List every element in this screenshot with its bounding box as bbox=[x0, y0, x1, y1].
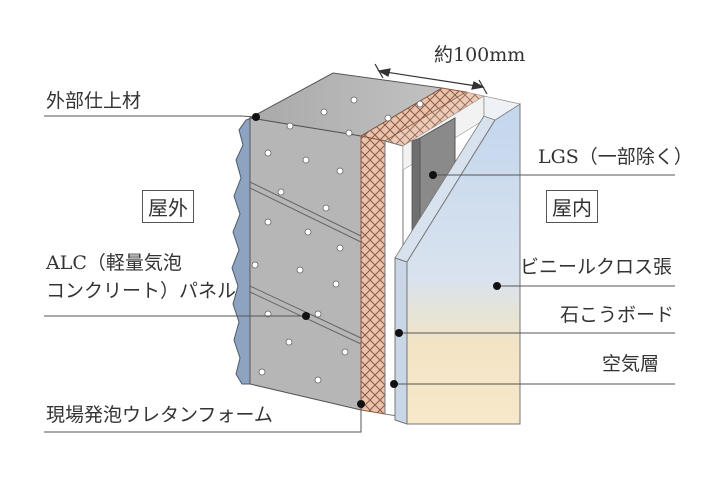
dimension-label: 約100mm bbox=[434, 44, 526, 66]
zone-inside: 屋内 bbox=[546, 190, 598, 223]
leader-lines bbox=[44, 115, 675, 433]
urethane-front bbox=[360, 135, 386, 415]
label-lgs: LGS（一部除く） bbox=[538, 146, 693, 168]
zone-outside: 屋外 bbox=[142, 190, 194, 223]
gypsum-board-face bbox=[406, 103, 521, 425]
gypsum-board-edge bbox=[394, 257, 408, 425]
label-exterior-finish: 外部仕上材 bbox=[46, 90, 142, 112]
leader-dots bbox=[252, 113, 501, 408]
label-alc-line2: コンクリート）パネル bbox=[46, 280, 237, 302]
label-air-layer: 空気層 bbox=[602, 353, 660, 375]
label-vinyl-cloth: ビニールクロス張 bbox=[520, 256, 673, 278]
label-gypsum-board: 石こうボード bbox=[560, 304, 675, 326]
label-urethane-foam: 現場発泡ウレタンフォーム bbox=[46, 404, 273, 426]
label-alc-line1: ALC（軽量気泡 bbox=[46, 252, 182, 274]
alc-pores bbox=[251, 96, 424, 384]
exterior-finish-layer bbox=[231, 117, 253, 385]
dimension-line bbox=[374, 63, 488, 95]
